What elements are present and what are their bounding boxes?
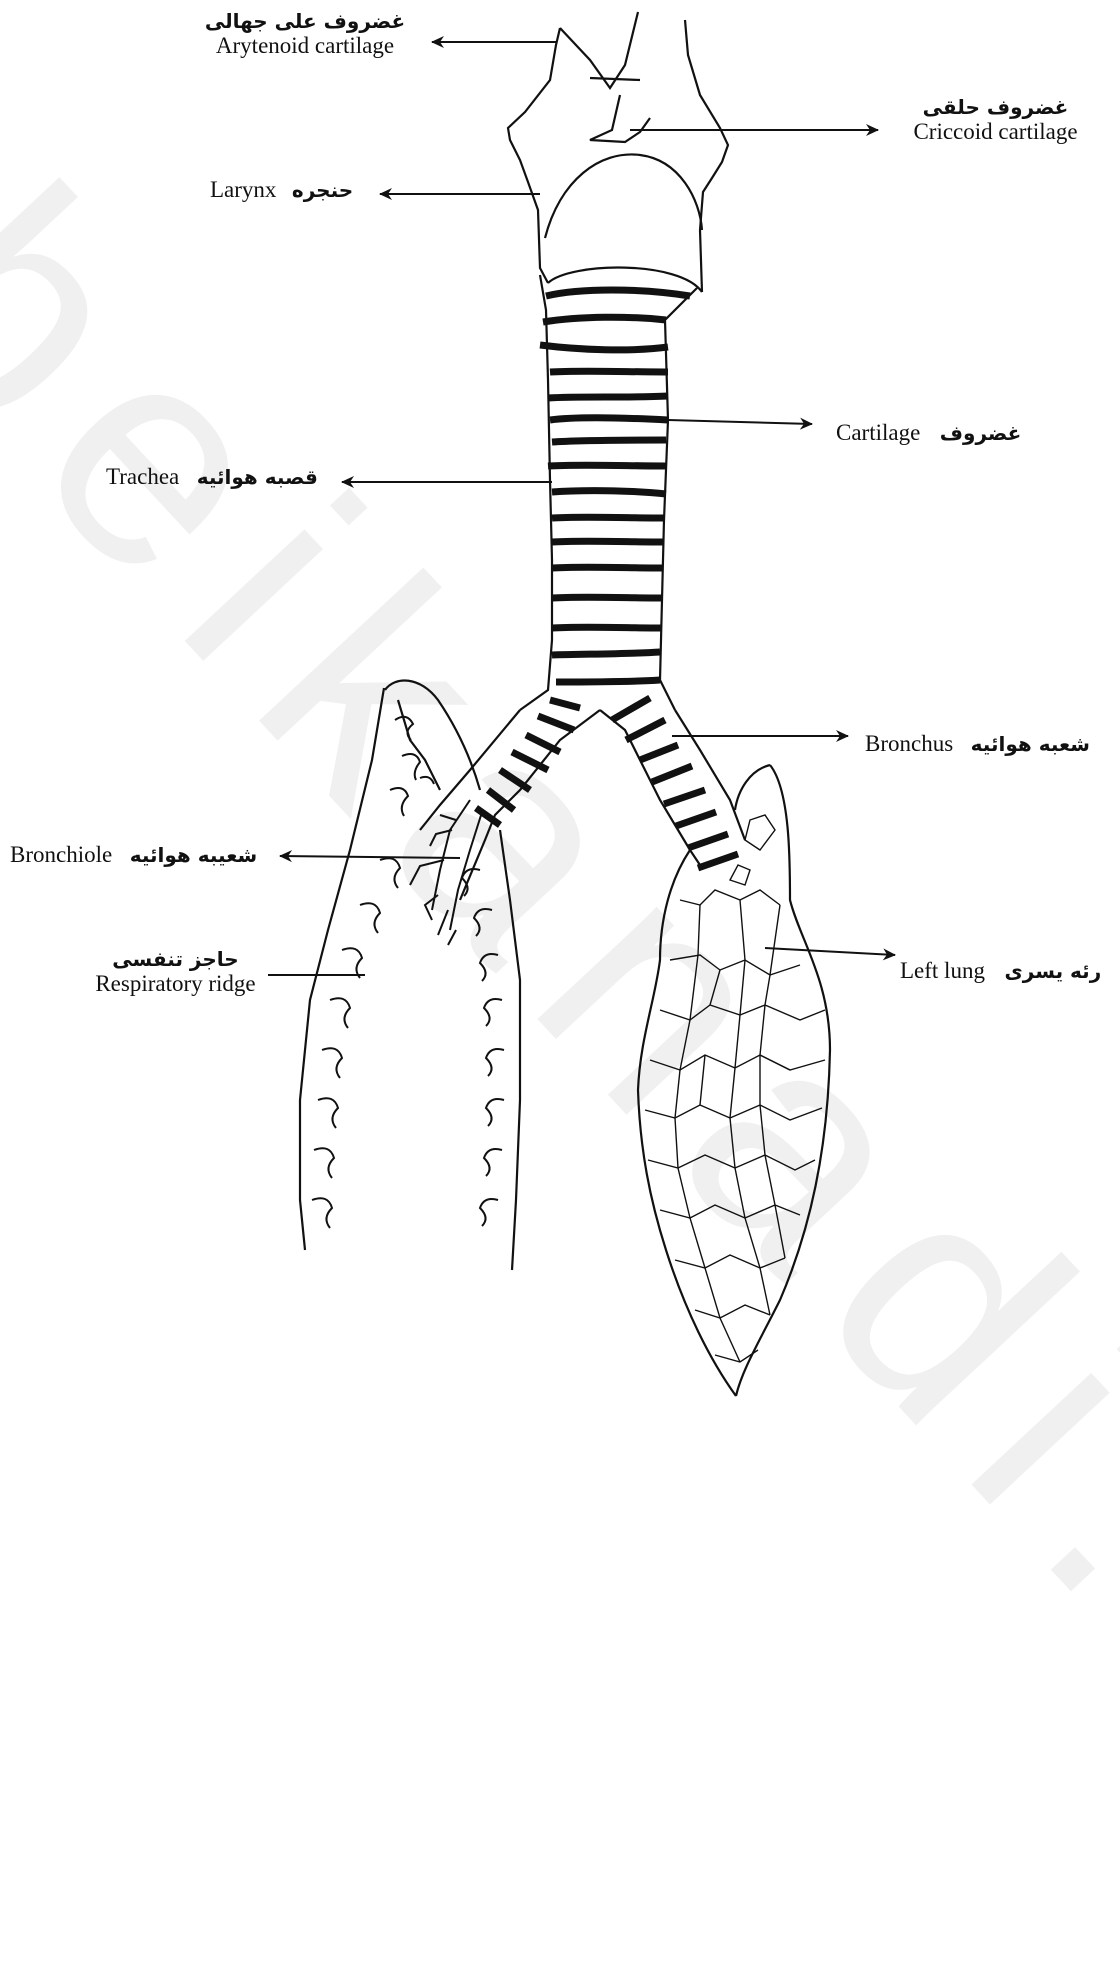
cartilage-label-en: Cartilage [836, 420, 920, 445]
bronchiole-label-fa: شعیبه هوائیه [130, 843, 257, 867]
left-lung-label: Left lung رئه یسری [900, 958, 1101, 984]
tracheal-cartilage-rings [540, 290, 690, 682]
respiratory-ridges [312, 717, 504, 1228]
cricoid-label-fa: غضروف حلقی [898, 96, 1093, 119]
arytenoid-label-en: Arytenoid cartilage [200, 33, 410, 59]
bronchi-shapes [420, 710, 745, 900]
bronchus-label-en: Bronchus [865, 731, 953, 756]
arytenoid-label-fa: غضروف علی جهالی [200, 10, 410, 33]
respiratory-system-drawing [0, 0, 1120, 1403]
larynx-label: Larynx حنجره [210, 177, 353, 203]
larynx-shape [508, 12, 728, 292]
bronchiole-pointer [280, 856, 460, 858]
bronchiole-label: Bronchiole شعیبه هوائیه [10, 842, 257, 868]
cartilage-label: Cartilage غضروف [836, 420, 1021, 446]
larynx-label-fa: حنجره [292, 178, 353, 202]
arytenoid-label: غضروف علی جهالی Arytenoid cartilage [200, 10, 410, 59]
cartilage-pointer [668, 420, 812, 424]
annotation-pointers [268, 42, 895, 975]
trachea-label-en: Trachea [106, 464, 179, 489]
bronchus-label: Bronchus شعبه هوائیه [865, 731, 1090, 757]
trachea-label-fa: قصبه هوائیه [197, 465, 318, 489]
left-lung-label-en: Left lung [900, 958, 985, 983]
left-lung-pointer [765, 948, 895, 955]
bronchiole-label-en: Bronchiole [10, 842, 112, 867]
respiratory-ridge-label-en: Respiratory ridge [78, 971, 273, 997]
cartilage-label-fa: غضروف [940, 421, 1021, 445]
respiratory-ridge-label: حاجز تنفسی Respiratory ridge [78, 948, 273, 997]
left-lung-label-fa: رئه یسری [1004, 959, 1101, 983]
larynx-label-en: Larynx [210, 177, 276, 202]
bronchus-label-fa: شعبه هوائیه [971, 732, 1090, 756]
cricoid-label-en: Criccoid cartilage [898, 119, 1093, 145]
bronchus-rings [476, 698, 738, 868]
respiratory-ridge-label-fa: حاجز تنفسی [78, 948, 273, 971]
left-lung-network [645, 815, 825, 1362]
diagram-canvas: beikanadi.co [0, 0, 1120, 1403]
trachea-label: Trachea قصبه هوائیه [106, 464, 318, 490]
cricoid-label: غضروف حلقی Criccoid cartilage [898, 96, 1093, 145]
